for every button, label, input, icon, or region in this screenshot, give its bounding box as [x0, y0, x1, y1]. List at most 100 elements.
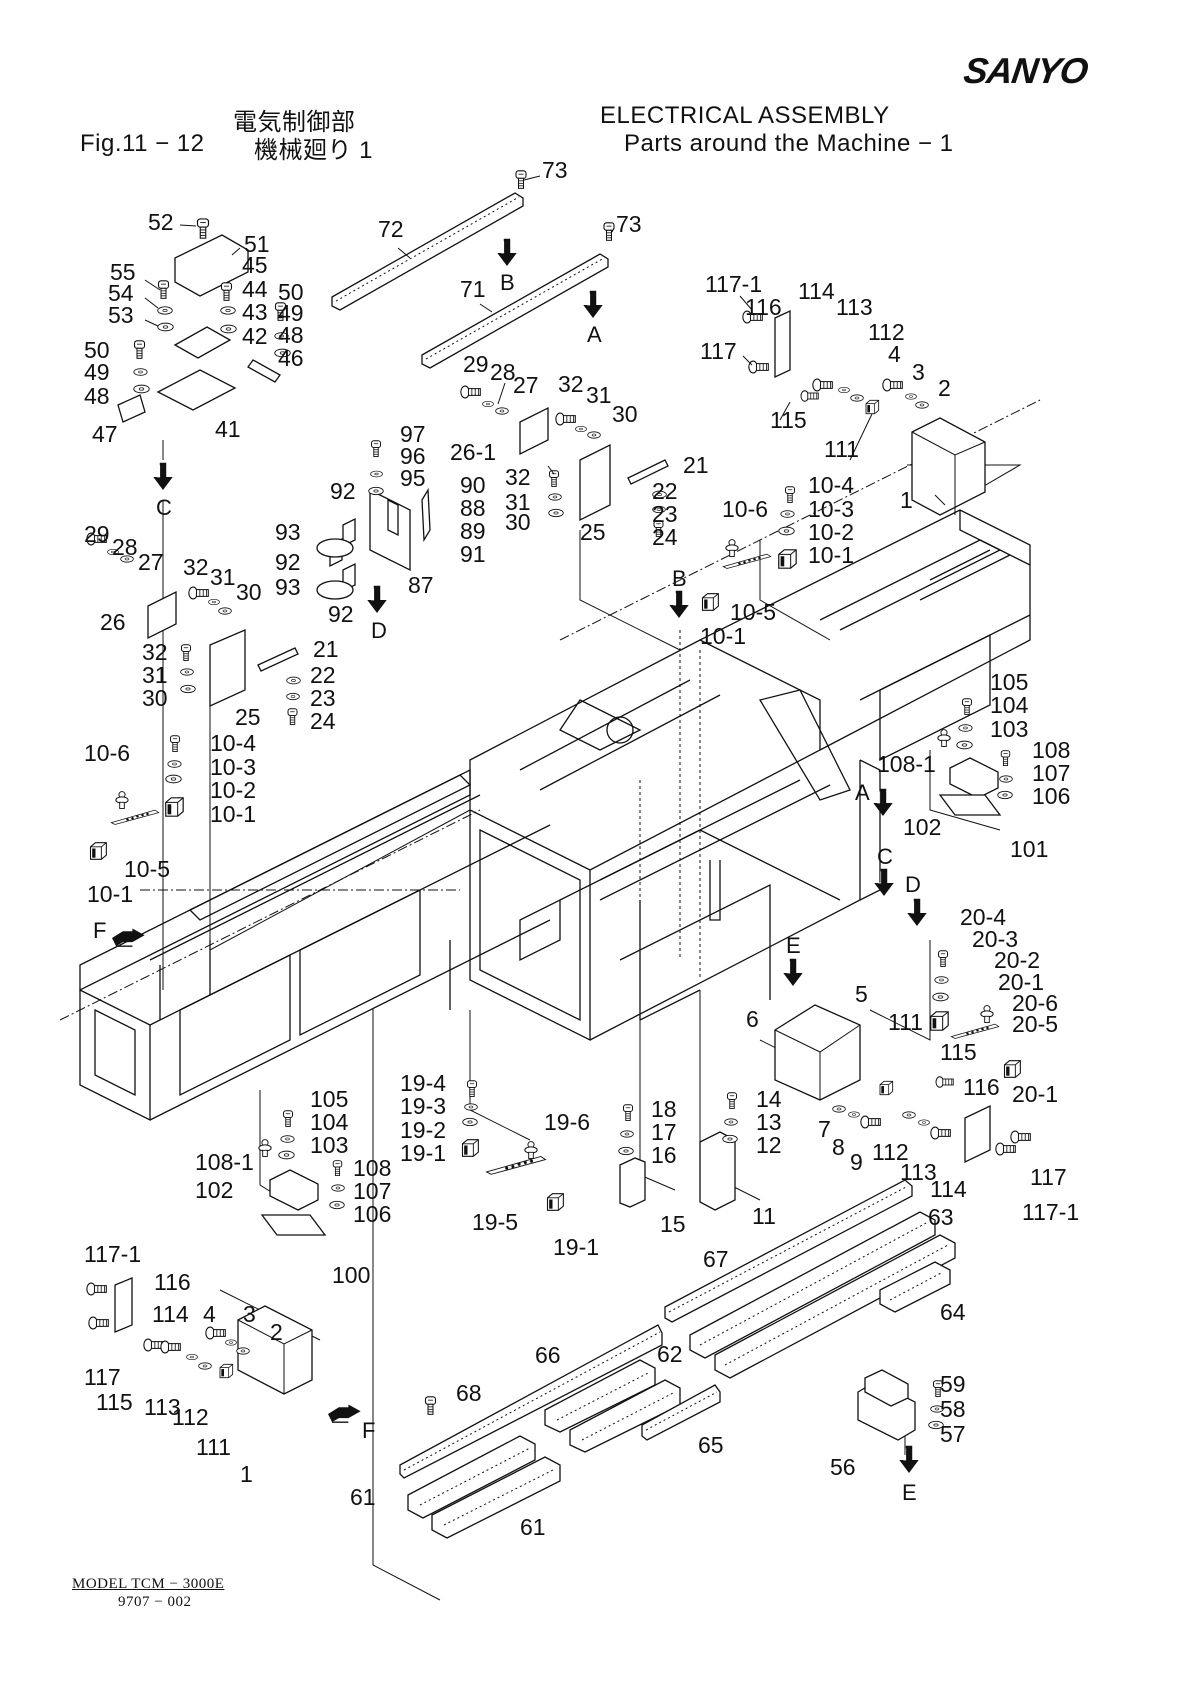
part-callout-61: 61 — [350, 1484, 376, 1510]
part-callout-114: 114 — [152, 1301, 189, 1327]
part-callout-44: 44 — [242, 276, 268, 302]
part-callout-24: 24 — [310, 708, 336, 734]
part-callout-55: 55 — [110, 259, 136, 285]
part-callout-25: 25 — [235, 704, 261, 730]
duct-71 — [421, 253, 609, 369]
part-callout-28: 28 — [490, 359, 516, 385]
leader-line — [497, 382, 506, 405]
view-arrow-f-lower — [328, 1404, 362, 1423]
part-callout-26-1: 26-1 — [450, 439, 496, 465]
view-arrow-f-left — [112, 928, 146, 947]
view-arrow-a-upper — [582, 290, 604, 319]
part-callout-114: 114 — [930, 1176, 967, 1202]
duct-63a — [689, 1211, 936, 1359]
leader-line — [547, 465, 555, 475]
part-callout-32: 32 — [505, 464, 531, 490]
part-callout-10-5: 10-5 — [730, 599, 776, 625]
part-callout-105: 105 — [990, 669, 1028, 695]
leader-line — [144, 279, 161, 291]
part-callout-1: 1 — [240, 1461, 253, 1487]
part-callout-10-1: 10-1 — [808, 542, 854, 568]
leader-line — [231, 247, 241, 256]
part-callout-73: 73 — [542, 157, 568, 183]
view-arrow-label: E — [902, 1480, 917, 1505]
part-callout-92: 92 — [330, 478, 356, 504]
part-callout-71: 71 — [460, 276, 486, 302]
part-callout-100: 100 — [332, 1262, 370, 1288]
leader-line — [739, 295, 753, 311]
bracket-21-upper — [627, 459, 669, 485]
tie-93b — [316, 580, 354, 600]
part-callout-101: 101 — [1010, 836, 1048, 862]
part-callout-102: 102 — [903, 814, 941, 840]
plate-26-1 — [519, 406, 549, 456]
part-callout-116: 116 — [154, 1269, 191, 1295]
part-callout-29: 29 — [463, 351, 489, 377]
part-callout-104: 104 — [990, 692, 1029, 718]
part-callout-117-1: 117-1 — [1022, 1199, 1079, 1225]
view-arrow-label: A — [855, 780, 870, 805]
en-section-title: ELECTRICAL ASSEMBLY — [600, 102, 890, 129]
jp-section-title: 電気制御部 — [233, 109, 356, 136]
part-callout-96: 96 — [400, 443, 426, 469]
part-callout-104: 104 — [310, 1109, 349, 1135]
cover-116-mid — [964, 1104, 991, 1164]
part-callout-61: 61 — [520, 1514, 546, 1540]
part-callout-52: 52 — [148, 209, 174, 235]
part-callout-117: 117 — [1030, 1164, 1067, 1190]
part-callout-56: 56 — [830, 1454, 856, 1480]
part-callout-73: 73 — [616, 211, 642, 237]
view-arrow-label: F — [362, 1418, 375, 1443]
part-callout-111: 111 — [888, 1009, 923, 1035]
part-callout-49: 49 — [278, 300, 304, 326]
part-callout-3: 3 — [243, 1301, 256, 1327]
part-callout-6: 6 — [746, 1006, 759, 1032]
part-callout-87: 87 — [408, 572, 434, 598]
part-callout-10-1: 10-1 — [87, 881, 133, 907]
part-callout-4: 4 — [203, 1301, 216, 1327]
block-102-right — [949, 757, 999, 799]
part-callout-19-6: 19-6 — [544, 1109, 590, 1135]
part-callout-117: 117 — [700, 338, 737, 364]
part-callout-113: 113 — [836, 294, 873, 320]
part-callout-63: 63 — [928, 1204, 954, 1230]
machine-base-frame — [59, 399, 1041, 1122]
part-callout-10-3: 10-3 — [808, 496, 854, 522]
part-callout-45: 45 — [242, 252, 268, 278]
part-callout-7: 7 — [818, 1116, 831, 1142]
terminal-15 — [619, 1157, 646, 1208]
duct-64 — [879, 1261, 951, 1313]
view-arrow-e-lower — [898, 1445, 920, 1474]
part-callout-103: 103 — [310, 1132, 348, 1158]
leader-line — [144, 319, 159, 327]
part-callout-90: 90 — [460, 472, 486, 498]
terminal-11 — [699, 1131, 736, 1211]
part-callout-20-5: 20-5 — [1012, 1011, 1058, 1037]
part-callout-102: 102 — [195, 1177, 233, 1203]
bracket-21-lower — [257, 647, 299, 672]
view-arrow-a-lower — [872, 788, 894, 817]
part-callout-14: 14 — [756, 1086, 782, 1112]
part-callout-108: 108 — [1032, 737, 1070, 763]
part-callout-10-1: 10-1 — [700, 623, 746, 649]
part-callout-117-1: 117-1 — [84, 1241, 141, 1267]
duct-65 — [641, 1384, 721, 1441]
bracket-46 — [247, 359, 281, 383]
part-callout-2: 2 — [938, 375, 951, 401]
components — [114, 234, 1002, 1441]
part-callout-10-6: 10-6 — [722, 496, 768, 522]
part-callout-11: 11 — [752, 1203, 776, 1229]
part-callout-54: 54 — [108, 280, 134, 306]
leader-line — [144, 297, 159, 309]
part-callout-10-4: 10-4 — [210, 730, 256, 756]
part-callout-27: 27 — [138, 549, 164, 575]
part-callout-57: 57 — [940, 1421, 966, 1447]
part-callout-21: 21 — [683, 452, 709, 478]
plate-41 — [156, 369, 237, 411]
part-callout-10-5: 10-5 — [124, 856, 170, 882]
transformer-box-1-lower — [237, 1305, 313, 1395]
cover-51 — [174, 234, 249, 297]
part-callout-19-1: 19-1 — [553, 1234, 599, 1260]
view-arrow-label: C — [877, 844, 893, 869]
